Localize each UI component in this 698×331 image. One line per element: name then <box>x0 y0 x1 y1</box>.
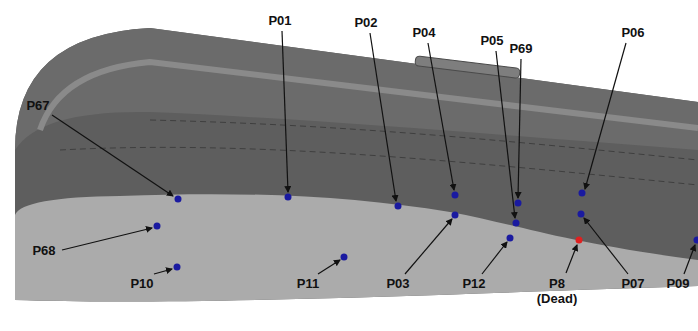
callout-label: P09 <box>666 276 689 291</box>
top-surface <box>15 28 698 150</box>
dead-probe-dot <box>576 237 583 244</box>
top-stripe <box>40 62 698 130</box>
callout-label: P07 <box>621 276 644 291</box>
callout-label: P02 <box>354 15 377 30</box>
callout-label: P05 <box>480 33 503 48</box>
callout-label: P04 <box>412 25 435 40</box>
callout-label: P69 <box>509 41 532 56</box>
callout-label: P11 <box>297 276 319 291</box>
body-side <box>15 28 698 301</box>
callout-label: P67 <box>26 98 49 113</box>
callout-label: P8 (Dead) <box>537 276 577 306</box>
callout-label: P68 <box>32 243 55 258</box>
callout-label: P06 <box>621 25 644 40</box>
dashed-line <box>60 147 698 185</box>
callout-label: P10 <box>130 276 153 291</box>
leader-lines <box>52 31 695 274</box>
dashed-line <box>150 120 698 160</box>
callout-label: P03 <box>386 276 409 291</box>
lower-face <box>15 194 698 301</box>
callout-label: P12 <box>462 276 485 291</box>
callout-label: P01 <box>268 13 291 28</box>
